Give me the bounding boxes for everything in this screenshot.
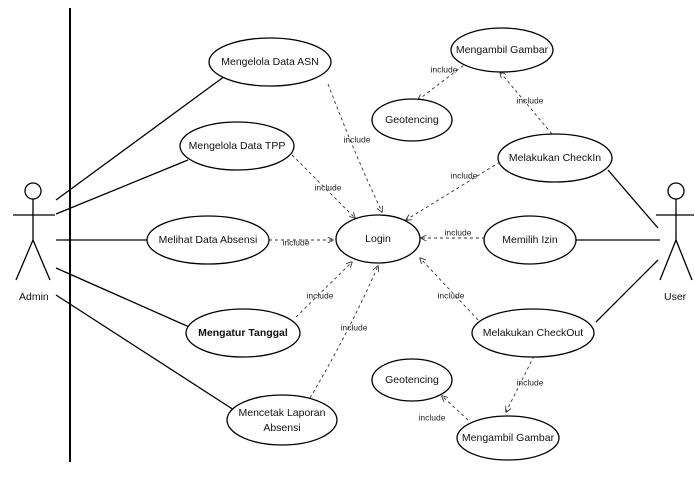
assoc-admin-mengelola-tpp	[55, 159, 189, 215]
use-case-login: Login	[335, 214, 421, 264]
admin-actor: Admin	[13, 182, 55, 303]
use-case-mengelola-data-tpp: Mengelola Data TPP	[179, 121, 295, 171]
user-leg-left	[659, 239, 677, 281]
include-gambar-top-geotencing	[418, 61, 469, 100]
use-case-mengambil-gambar-top: Mengambil Gambar	[450, 27, 554, 73]
use-case-label: Melihat Data Absensi	[159, 234, 258, 246]
assoc-admin-mengatur-tanggal	[55, 267, 197, 331]
use-case-label: Geotencing	[385, 374, 439, 386]
include-label-laporan: include	[341, 322, 368, 332]
include-label-checkin: include	[451, 170, 478, 180]
use-case-geotencing-top: Geotencing	[371, 98, 453, 142]
include-label-checkin-gambar: include	[517, 95, 544, 105]
use-case-label: Mengelola Data ASN	[221, 56, 318, 68]
assoc-user-checkin	[607, 169, 659, 229]
assoc-admin-mencetak-laporan	[55, 294, 235, 411]
use-case-melihat-data-absensi: Melihat Data Absensi	[146, 215, 270, 265]
use-case-memilih-izin: Memilih Izin	[483, 215, 577, 265]
use-case-label: Melakukan CheckIn	[509, 152, 601, 164]
include-label-gambar-top: include	[431, 64, 458, 74]
use-case-label: Login	[365, 233, 391, 245]
use-case-mengatur-tanggal: Mengatur Tanggal	[185, 308, 301, 358]
use-case-label: Memilih Izin	[502, 234, 558, 246]
assoc-admin-mengelola-asn	[55, 75, 226, 201]
use-case-melakukan-checkout: Melakukan CheckOut	[471, 308, 595, 358]
user-leg-right	[675, 239, 693, 281]
include-label-gambar-bottom: include	[419, 412, 446, 422]
include-label-checkout: include	[438, 290, 465, 300]
include-label-absensi: include	[283, 237, 310, 247]
include-label-asn: include	[344, 134, 371, 144]
include-label-tanggal: include	[307, 290, 334, 300]
use-case-geotencing-bottom: Geotencing	[371, 358, 453, 402]
include-checkout-gambar-bottom	[506, 355, 535, 412]
use-case-mengambil-gambar-bottom: Mengambil Gambar	[456, 415, 560, 461]
admin-leg-left	[15, 239, 34, 281]
admin-head	[24, 182, 42, 200]
admin-leg-right	[32, 239, 51, 281]
user-head	[667, 182, 685, 200]
include-checkin-gambar-top	[500, 72, 553, 135]
user-label: User	[664, 291, 687, 303]
admin-label: Admin	[19, 291, 49, 303]
user-actor: User	[656, 182, 694, 303]
use-case-label: Mengatur Tanggal	[198, 327, 288, 339]
use-case-mengelola-data-asn: Mengelola Data ASN	[208, 37, 332, 87]
include-laporan-login	[309, 266, 378, 399]
use-case-label-line1: Mencetak Laporan	[239, 407, 326, 419]
include-label-izin: include	[445, 227, 472, 237]
assoc-user-checkout	[595, 259, 659, 323]
use-case-label: Geotencing	[385, 114, 439, 126]
include-tanggal-login	[295, 262, 352, 318]
include-label-tpp: include	[315, 182, 342, 192]
use-case-label: Melakukan CheckOut	[483, 327, 583, 339]
include-label-checkout-gambar: include	[517, 377, 544, 387]
use-case-mencetak-laporan-absensi: Mencetak Laporan Absensi	[226, 394, 338, 446]
include-asn-login	[327, 83, 382, 212]
include-gambar-bottom-geotencing	[442, 396, 469, 421]
use-case-label: Mengelola Data TPP	[189, 140, 286, 152]
use-case-label-line2: Absensi	[263, 422, 300, 434]
use-case-label: Mengambil Gambar	[462, 432, 555, 444]
use-case-melakukan-checkin: Melakukan CheckIn	[497, 133, 613, 183]
include-checkin-login	[406, 161, 501, 220]
use-case-label: Mengambil Gambar	[456, 44, 549, 56]
include-tpp-login	[291, 154, 355, 218]
include-checkout-login	[420, 258, 479, 321]
